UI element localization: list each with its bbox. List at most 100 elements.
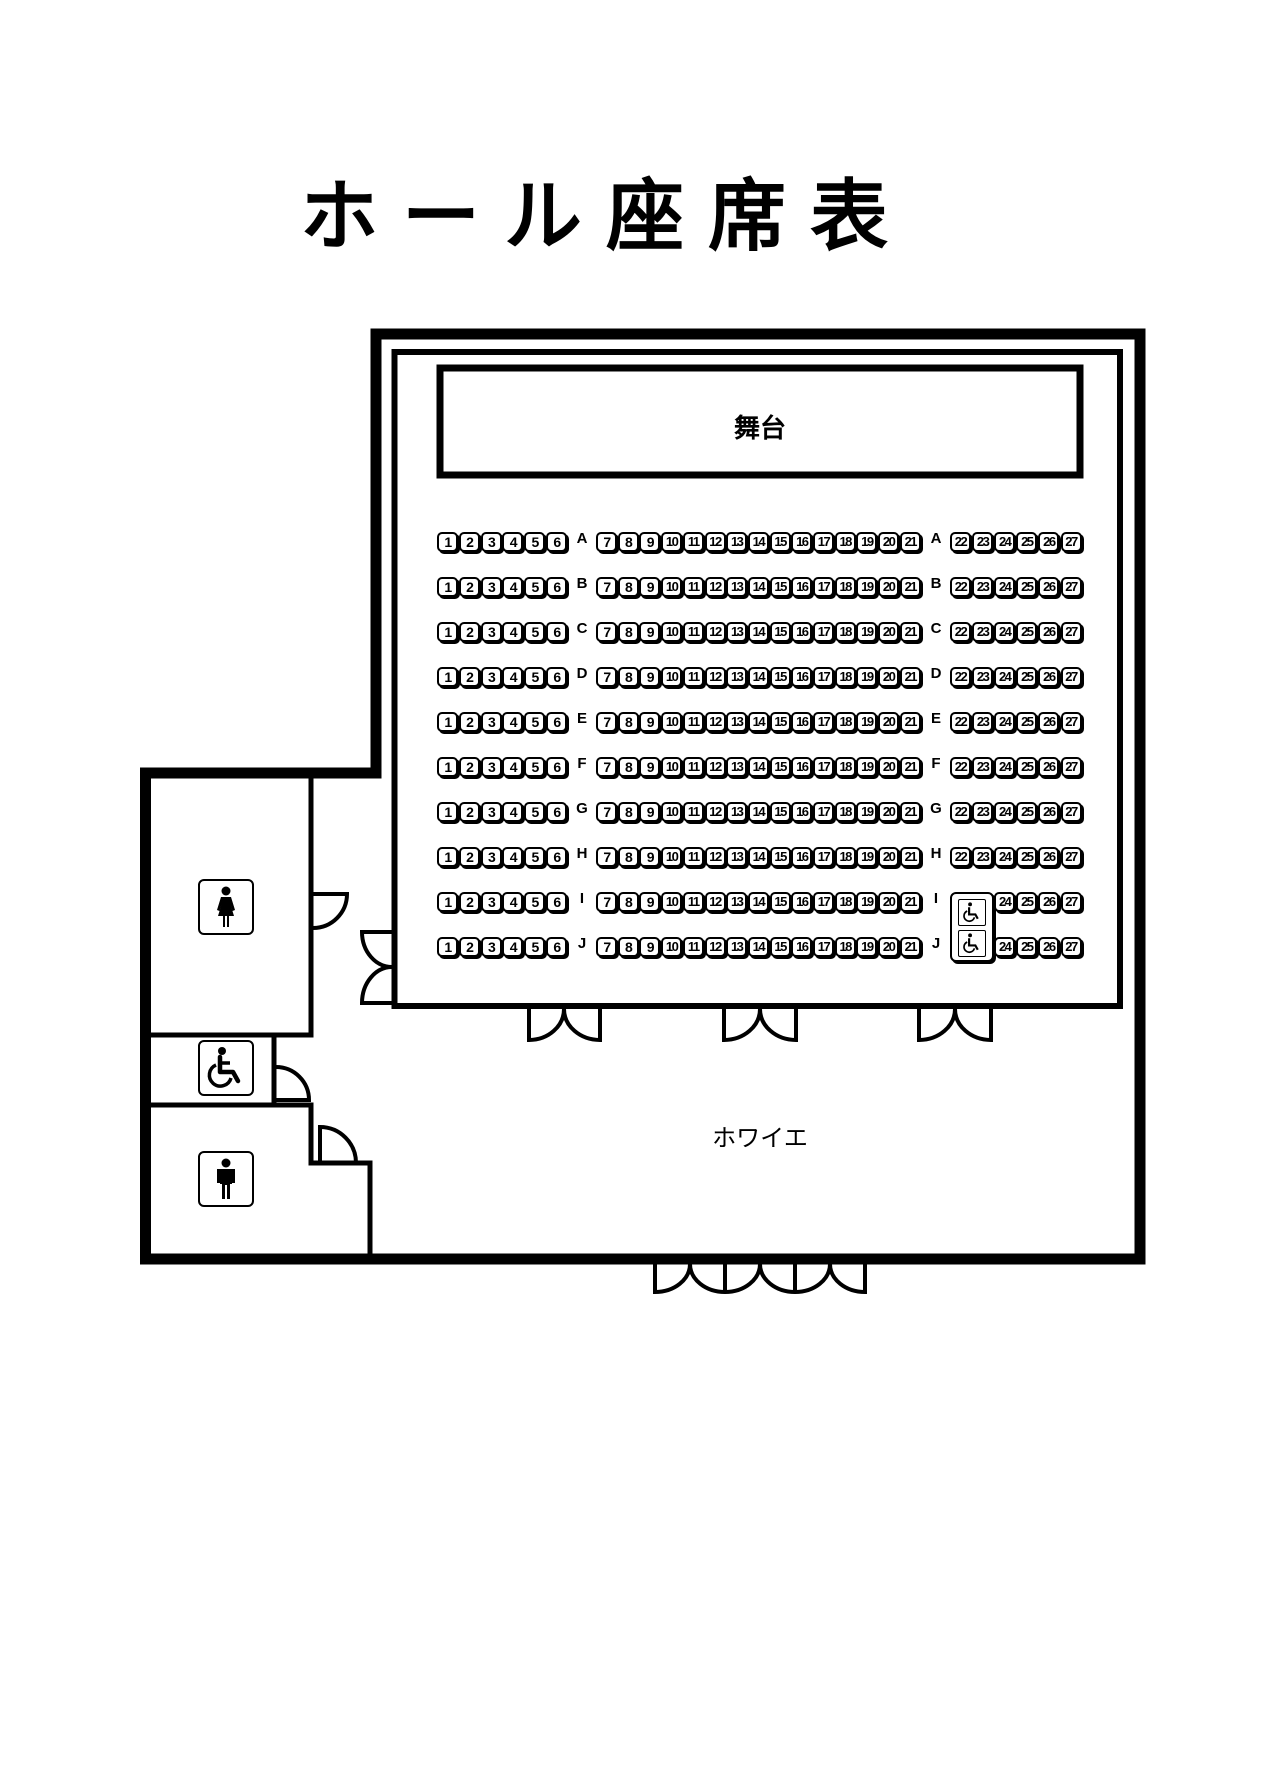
wheelchair-space-row-i[interactable] [958, 899, 986, 926]
seat-I-13[interactable]: 13 [726, 892, 748, 912]
seat-C-15[interactable]: 15 [769, 622, 791, 642]
seat-I-5[interactable]: 5 [524, 892, 546, 912]
seat-J-15[interactable]: 15 [769, 937, 791, 957]
seat-B-17[interactable]: 17 [813, 577, 834, 597]
seat-F-6[interactable]: 6 [546, 757, 567, 777]
seat-E-3[interactable]: 3 [480, 712, 502, 732]
seat-I-2[interactable]: 2 [458, 892, 480, 912]
seat-I-6[interactable]: 6 [546, 892, 567, 912]
seat-B-5[interactable]: 5 [524, 577, 546, 597]
seat-B-14[interactable]: 14 [747, 577, 769, 597]
seat-A-1[interactable]: 1 [437, 532, 458, 552]
seat-F-23[interactable]: 23 [972, 757, 994, 777]
seat-E-13[interactable]: 13 [726, 712, 748, 732]
seat-B-23[interactable]: 23 [972, 577, 994, 597]
seat-F-4[interactable]: 4 [502, 757, 524, 777]
seat-G-15[interactable]: 15 [769, 802, 791, 822]
seat-G-20[interactable]: 20 [878, 802, 900, 822]
seat-J-19[interactable]: 19 [856, 937, 878, 957]
seat-J-3[interactable]: 3 [480, 937, 502, 957]
seat-J-18[interactable]: 18 [834, 937, 856, 957]
seat-I-19[interactable]: 19 [856, 892, 878, 912]
seat-F-3[interactable]: 3 [480, 757, 502, 777]
seat-J-24[interactable]: 24 [994, 937, 1016, 957]
seat-C-9[interactable]: 9 [639, 622, 661, 642]
seat-G-3[interactable]: 3 [480, 802, 502, 822]
seat-A-20[interactable]: 20 [878, 532, 900, 552]
seat-B-12[interactable]: 12 [704, 577, 726, 597]
seat-E-8[interactable]: 8 [617, 712, 639, 732]
seat-F-1[interactable]: 1 [437, 757, 458, 777]
seat-C-27[interactable]: 27 [1060, 622, 1082, 642]
seat-F-2[interactable]: 2 [458, 757, 480, 777]
seat-B-6[interactable]: 6 [546, 577, 567, 597]
seat-I-18[interactable]: 18 [834, 892, 856, 912]
mens-restroom-door[interactable] [318, 1124, 358, 1164]
seat-B-24[interactable]: 24 [994, 577, 1016, 597]
seat-C-5[interactable]: 5 [524, 622, 546, 642]
seat-J-16[interactable]: 16 [791, 937, 813, 957]
seat-J-20[interactable]: 20 [878, 937, 900, 957]
seat-G-24[interactable]: 24 [994, 802, 1016, 822]
seat-H-22[interactable]: 22 [950, 847, 971, 867]
seat-F-16[interactable]: 16 [791, 757, 813, 777]
seat-I-11[interactable]: 11 [682, 892, 704, 912]
seat-H-13[interactable]: 13 [726, 847, 748, 867]
seat-D-10[interactable]: 10 [661, 667, 683, 687]
seat-C-22[interactable]: 22 [950, 622, 971, 642]
seat-E-5[interactable]: 5 [524, 712, 546, 732]
seat-G-25[interactable]: 25 [1016, 802, 1038, 822]
seat-A-12[interactable]: 12 [704, 532, 726, 552]
seat-J-5[interactable]: 5 [524, 937, 546, 957]
seat-H-24[interactable]: 24 [994, 847, 1016, 867]
seat-G-26[interactable]: 26 [1038, 802, 1060, 822]
seat-B-26[interactable]: 26 [1038, 577, 1060, 597]
seat-E-25[interactable]: 25 [1016, 712, 1038, 732]
seat-A-2[interactable]: 2 [458, 532, 480, 552]
seat-H-10[interactable]: 10 [661, 847, 683, 867]
seat-C-10[interactable]: 10 [661, 622, 683, 642]
seat-G-9[interactable]: 9 [639, 802, 661, 822]
hall-door-2[interactable] [722, 1008, 798, 1043]
seat-A-25[interactable]: 25 [1016, 532, 1038, 552]
seat-D-9[interactable]: 9 [639, 667, 661, 687]
seat-A-27[interactable]: 27 [1060, 532, 1082, 552]
seat-F-19[interactable]: 19 [856, 757, 878, 777]
seat-G-18[interactable]: 18 [834, 802, 856, 822]
seat-H-3[interactable]: 3 [480, 847, 502, 867]
seat-I-10[interactable]: 10 [661, 892, 683, 912]
seat-C-17[interactable]: 17 [813, 622, 834, 642]
seat-H-8[interactable]: 8 [617, 847, 639, 867]
seat-H-6[interactable]: 6 [546, 847, 567, 867]
seat-F-8[interactable]: 8 [617, 757, 639, 777]
seat-D-22[interactable]: 22 [950, 667, 971, 687]
seat-F-9[interactable]: 9 [639, 757, 661, 777]
seat-E-4[interactable]: 4 [502, 712, 524, 732]
seat-E-10[interactable]: 10 [661, 712, 683, 732]
womens-restroom-door[interactable] [312, 892, 350, 930]
seat-C-20[interactable]: 20 [878, 622, 900, 642]
seat-D-1[interactable]: 1 [437, 667, 458, 687]
seat-F-15[interactable]: 15 [769, 757, 791, 777]
seat-H-9[interactable]: 9 [639, 847, 661, 867]
seat-J-25[interactable]: 25 [1016, 937, 1038, 957]
seat-J-17[interactable]: 17 [813, 937, 834, 957]
seat-G-1[interactable]: 1 [437, 802, 458, 822]
seat-A-8[interactable]: 8 [617, 532, 639, 552]
seat-A-4[interactable]: 4 [502, 532, 524, 552]
seat-E-23[interactable]: 23 [972, 712, 994, 732]
seat-E-22[interactable]: 22 [950, 712, 971, 732]
hall-door-1[interactable] [527, 1008, 602, 1043]
seat-J-4[interactable]: 4 [502, 937, 524, 957]
seat-B-25[interactable]: 25 [1016, 577, 1038, 597]
seat-C-25[interactable]: 25 [1016, 622, 1038, 642]
seat-E-17[interactable]: 17 [813, 712, 834, 732]
seat-D-24[interactable]: 24 [994, 667, 1016, 687]
seat-B-16[interactable]: 16 [791, 577, 813, 597]
seat-G-12[interactable]: 12 [704, 802, 726, 822]
seat-H-4[interactable]: 4 [502, 847, 524, 867]
seat-H-18[interactable]: 18 [834, 847, 856, 867]
main-entrance-doors[interactable] [653, 1263, 867, 1295]
seat-E-24[interactable]: 24 [994, 712, 1016, 732]
seat-F-13[interactable]: 13 [726, 757, 748, 777]
